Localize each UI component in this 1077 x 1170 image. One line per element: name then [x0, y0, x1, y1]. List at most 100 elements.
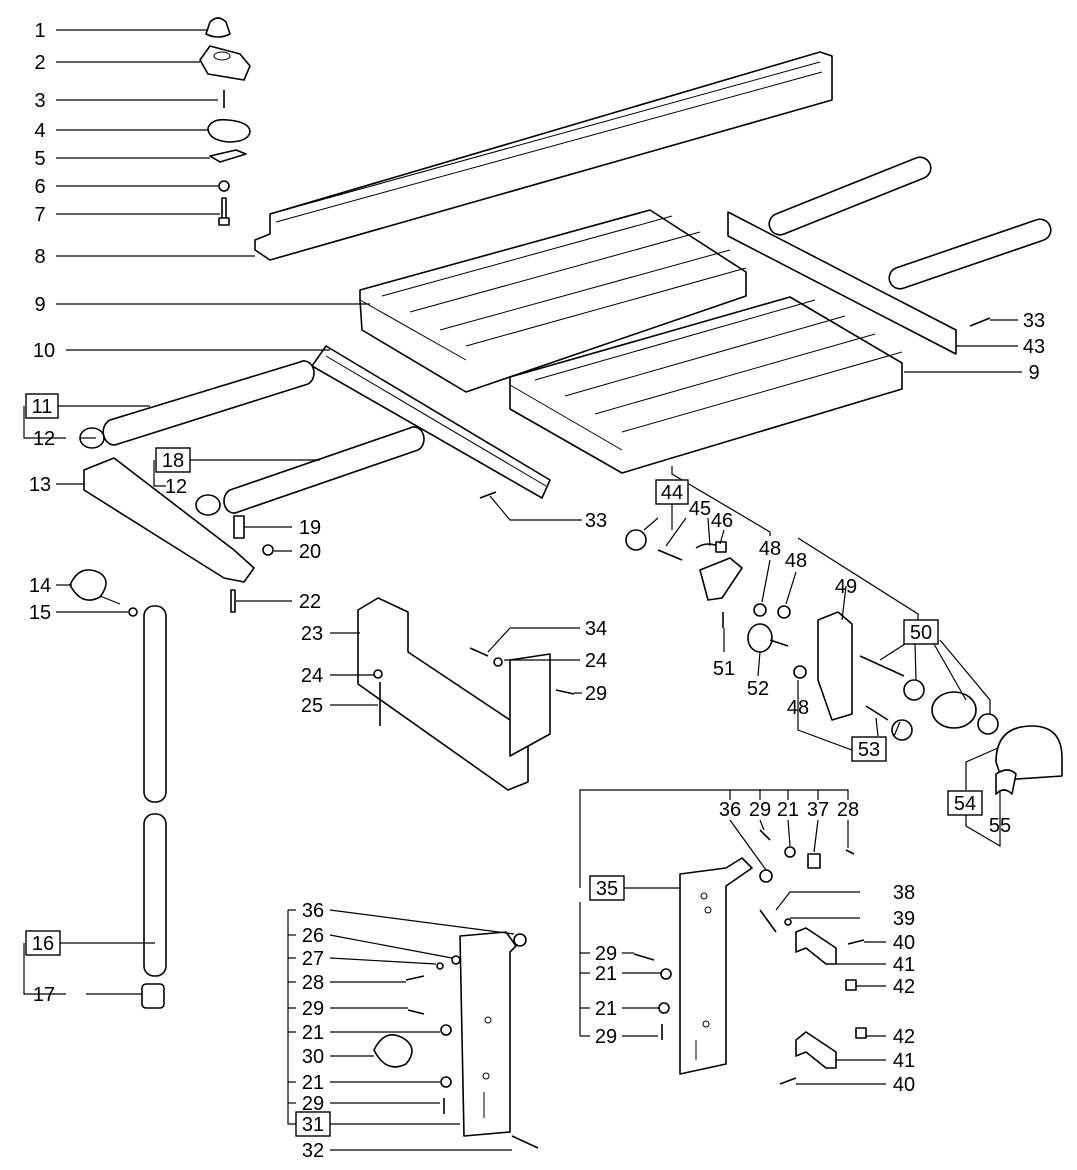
part-42-nut-a [845, 979, 857, 991]
part-50-pulley [931, 691, 977, 729]
part-33-screw-b [969, 317, 991, 327]
leader-lines [23, 29, 1022, 1151]
callout-24-left: 24 [301, 665, 323, 687]
part-41-bracket-a [795, 927, 837, 965]
part-40-screw-b [779, 1077, 797, 1085]
part-48-nut-a [753, 603, 767, 617]
callout-17: 17 [33, 984, 55, 1006]
callout-44: 44 [661, 482, 683, 504]
callout-1: 1 [34, 20, 45, 42]
callout-31: 31 [302, 1114, 324, 1136]
part-43-angle [727, 211, 957, 355]
part-44-axle [657, 549, 683, 561]
part-24-washer-a [493, 657, 503, 667]
callout-34: 34 [585, 618, 607, 640]
callout-45: 45 [689, 498, 711, 520]
part-42-nut-b [855, 1027, 867, 1039]
callout-26: 26 [302, 925, 324, 947]
part-48-nut-b [777, 605, 791, 619]
callout-54: 54 [954, 793, 976, 815]
callout-46: 46 [711, 510, 733, 532]
part-44-roller [625, 529, 647, 551]
part-21-nut-a [784, 846, 796, 858]
part-22-bolt [230, 589, 236, 613]
callout-21-right-mid-b: 21 [595, 998, 617, 1020]
callout-35: 35 [596, 878, 618, 900]
part-20-screw [262, 544, 274, 556]
part-36-nut-b [513, 933, 527, 947]
callout-21-left-b: 21 [302, 1072, 324, 1094]
callout-43: 43 [1023, 336, 1045, 358]
callout-21-left-a: 21 [302, 1022, 324, 1044]
callout-30: 30 [302, 1046, 324, 1068]
part-29-screw-e [407, 1009, 425, 1015]
callout-10: 10 [33, 340, 55, 362]
callout-40-bottom: 40 [893, 1074, 915, 1096]
part-35-plate [679, 857, 753, 1075]
callout-25: 25 [301, 695, 323, 717]
callout-3: 3 [34, 90, 45, 112]
part-48-nut-c [793, 665, 807, 679]
part-10-rail [311, 345, 551, 499]
label-boxes [25, 393, 983, 1137]
callout-20: 20 [299, 541, 321, 563]
part-49-plate [817, 611, 853, 721]
part-54-housing [995, 725, 1063, 781]
part-21-nut-d [440, 1024, 452, 1036]
part-50-bushing [903, 679, 925, 701]
callout-38: 38 [893, 882, 915, 904]
part-21-nut-c [658, 1002, 670, 1014]
callout-48-c: 48 [787, 697, 809, 719]
callout-15: 15 [29, 602, 51, 624]
part-39-washer [784, 918, 792, 926]
callout-55: 55 [989, 815, 1011, 837]
part-19-spacer [233, 515, 245, 539]
callout-21-right-mid-a: 21 [595, 963, 617, 985]
part-12-cap-b [195, 494, 221, 516]
callout-32: 32 [302, 1140, 324, 1162]
part-9-table-upper [359, 209, 747, 393]
part-33-screw-a [479, 491, 497, 499]
part-29-screw-c [633, 953, 655, 961]
part-50-ring [977, 713, 999, 735]
callout-28-right: 28 [837, 799, 859, 821]
part-28-screw-b [405, 975, 425, 981]
callout-49: 49 [835, 576, 857, 598]
part-26-washer [451, 955, 461, 965]
callout-36-right: 36 [719, 799, 741, 821]
part-50-axle [859, 655, 905, 677]
part-53-axle [865, 705, 889, 721]
callout-16: 16 [32, 933, 54, 955]
callout-24-right: 24 [585, 650, 607, 672]
part-roller-top-b [888, 218, 1052, 290]
part-16-tube-upper [143, 605, 167, 803]
part-4-plate [207, 118, 251, 143]
callout-48-a: 48 [759, 538, 781, 560]
part-14-knob [69, 569, 107, 601]
callout-9-upper: 9 [34, 294, 45, 316]
callout-18: 18 [162, 450, 184, 472]
part-9-table-lower [509, 296, 903, 474]
part-55-clip [995, 769, 1017, 795]
callout-2: 2 [34, 52, 45, 74]
callout-28-left: 28 [302, 972, 324, 994]
callout-29-support: 29 [585, 683, 607, 705]
callout-12-b: 12 [165, 476, 187, 498]
callout-52: 52 [747, 678, 769, 700]
callout-33-rail: 33 [585, 510, 607, 532]
part-13-bracket [83, 457, 255, 583]
callout-labels: 1 2 3 4 5 6 7 8 9 10 11 12 13 18 12 14 1… [29, 20, 1045, 1162]
callout-27: 27 [302, 948, 324, 970]
callout-36-left: 36 [302, 900, 324, 922]
callout-51: 51 [713, 658, 735, 680]
callout-6: 6 [34, 176, 45, 198]
part-32-bolt [511, 1135, 539, 1149]
part-7-bolt [218, 197, 230, 226]
callout-29-right-top: 29 [749, 799, 771, 821]
part-17-foot [141, 983, 165, 1009]
callout-41-top: 41 [893, 954, 915, 976]
part-53-roller [891, 719, 913, 741]
callout-29-left-a: 29 [302, 998, 324, 1020]
callout-14: 14 [29, 575, 51, 597]
